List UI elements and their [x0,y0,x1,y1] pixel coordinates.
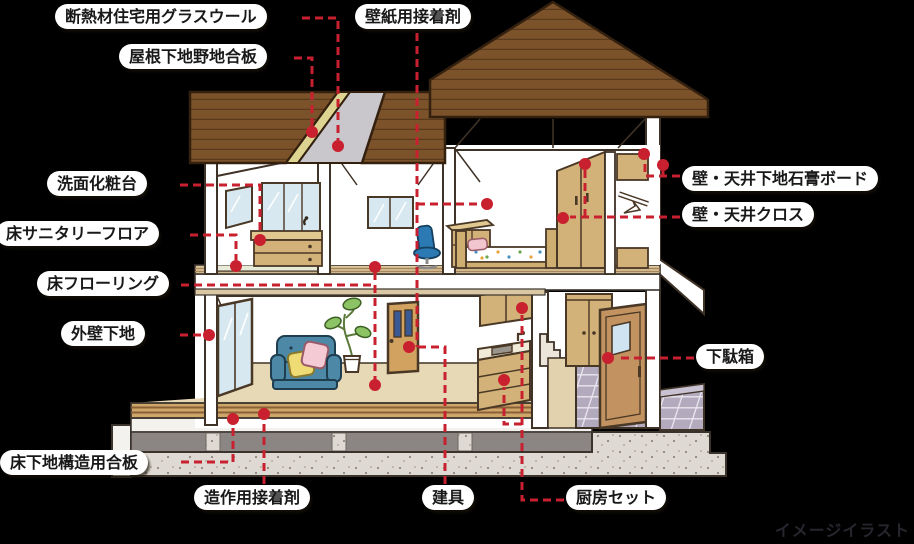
potted-plant [324,297,372,373]
plant-pot [342,355,362,373]
label-pill-subfloor-structural-plywood: 床下地構造用合板 [0,450,149,475]
lower-roof-right [360,90,447,165]
kitchen-sink [491,344,513,356]
watermark-text: イメージイラスト [774,521,910,540]
label-pill-sanitary-floor: 床サニタリーフロア [0,221,160,246]
nook-base-cabinet [616,247,649,269]
leader-insulation-glass-wool [302,16,340,140]
foundation-post [331,432,347,452]
leader-wall-ceiling-cloth [570,170,680,219]
leader-lines [180,16,694,502]
closet [556,150,606,269]
concrete-slab-and-steps [130,431,727,477]
label-pill-wallpaper-adhesive: 壁紙用接着剤 [355,4,472,29]
label-pill-kitchen-set: 厨房セット [566,485,667,510]
label-pill-insulation-glass-wool: 断熱材住宅用グラスウール [55,4,267,29]
desk-chair [413,224,441,270]
entrance-outdoor-step [659,382,705,431]
leader-gypsum-board [643,160,680,178]
leader-roof-sheathing-plywood [294,56,314,126]
label-pill-joinery-adhesive: 造作用接着剤 [194,485,311,510]
foundation-post [457,432,473,452]
bed [455,228,558,269]
label-pill-roof-sheathing-plywood: 屋根下地野地合板 [119,44,268,69]
leader-wallpaper-adhesive [415,33,479,347]
label-pill-flooring: 床フローリング [37,271,170,296]
label-pill-vanity-unit: 洗面化粧台 [47,171,148,196]
bedroom [455,149,649,275]
interior-door [386,300,420,375]
leader-fittings [416,345,447,484]
hanger-icon [623,200,642,214]
roof [188,0,710,165]
sofa [270,335,342,390]
label-pill-exterior-wall-base: 外壁下地 [61,321,146,346]
washroom [225,182,323,267]
main-gable-roof [428,0,710,119]
living-room-window [216,297,254,398]
exterior-wall-left-1f [204,291,218,426]
hall-floor [547,357,577,429]
label-pill-wall-ceiling-cloth: 壁・天井クロス [682,202,815,227]
front-door [598,302,648,430]
front-door-window [611,321,631,357]
cushion-pink [300,340,330,370]
leader-kitchen-set [502,315,564,502]
leader-flooring [181,272,377,380]
pillow [467,237,488,252]
washroom-mirror [225,184,253,230]
front-door-handle [638,366,641,377]
label-pill-shoe-cabinet: 下駄箱 [696,344,765,369]
door-knob [389,339,394,343]
leader-vanity-unit [180,183,262,233]
label-pill-fittings: 建具 [422,485,475,510]
foundation-post [205,432,221,452]
leader-sanitary-floor [190,233,238,260]
second-floor-slab [194,264,661,296]
leader-subfloor-plywood [181,426,235,464]
exterior-wall-left-2f [204,162,218,275]
leader-dots [203,126,669,425]
label-pill-gypsum-board: 壁・天井下地石膏ボード [682,166,879,191]
entrance-canopy [654,254,705,317]
